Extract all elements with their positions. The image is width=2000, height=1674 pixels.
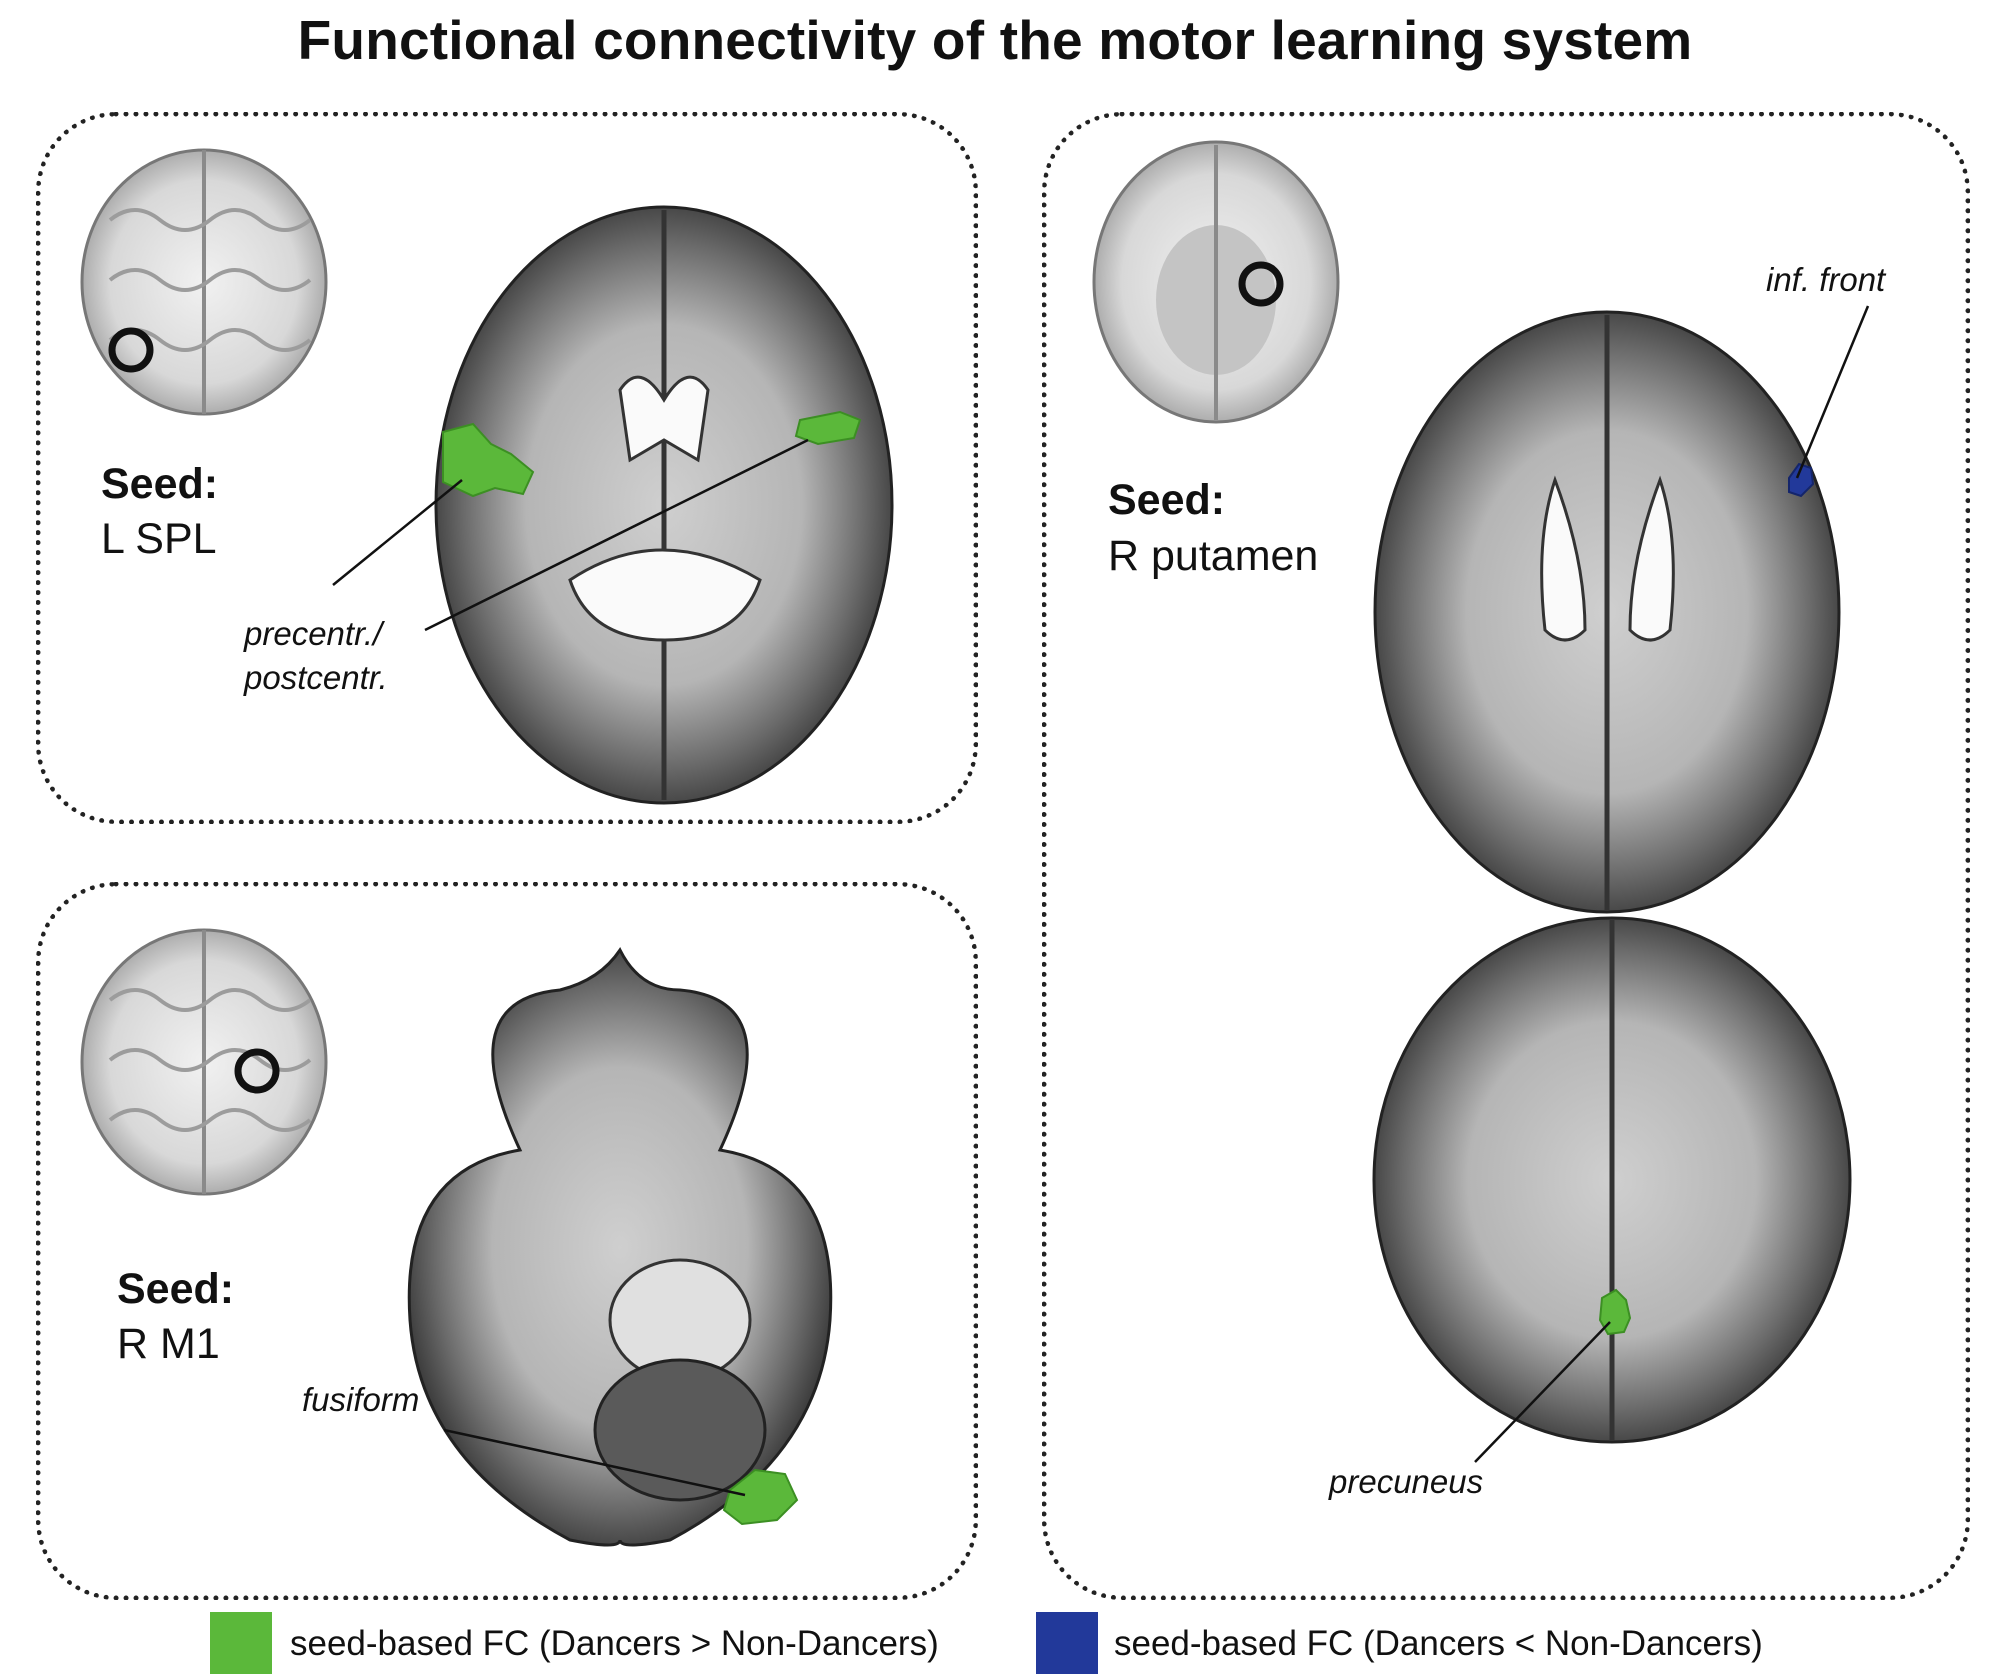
pointer-line bbox=[1474, 1321, 1611, 1463]
brain-axial-slice-icon bbox=[1373, 310, 1841, 914]
legend-swatch-green bbox=[210, 1612, 272, 1674]
seed-heading: Seed: bbox=[1108, 476, 1226, 524]
panel-r-m1 bbox=[36, 882, 978, 1600]
brain-axial-slice-icon bbox=[407, 947, 833, 1547]
legend-swatch-blue bbox=[1036, 1612, 1098, 1674]
region-label-line: postcentr. bbox=[244, 659, 388, 696]
pointer-line bbox=[424, 438, 809, 632]
seed-heading: Seed: bbox=[117, 1265, 235, 1313]
pointer-line bbox=[1795, 305, 1870, 479]
legend-label: seed-based FC (Dancers < Non-Dancers) bbox=[1114, 1624, 1763, 1663]
seed-circle-icon bbox=[234, 1048, 280, 1094]
region-label-line: precentr./ bbox=[244, 615, 383, 652]
brain-axial-slice-icon bbox=[434, 205, 894, 805]
pointer-line bbox=[332, 479, 463, 586]
legend-label: seed-based FC (Dancers > Non-Dancers) bbox=[290, 1624, 939, 1663]
region-label-inferior-frontal: inf. front bbox=[1766, 261, 1886, 298]
panel-l-spl bbox=[36, 112, 978, 824]
fc-cluster-precentral-right bbox=[794, 410, 862, 446]
pointer-line bbox=[443, 1428, 746, 1497]
seed-heading: Seed: bbox=[101, 460, 219, 508]
region-label-precentral: precentr./ postcentr. bbox=[244, 612, 388, 700]
region-label-precuneus: precuneus bbox=[1329, 1463, 1484, 1500]
brain-axial-slice-icon bbox=[1372, 916, 1852, 1444]
region-label-fusiform: fusiform bbox=[302, 1381, 420, 1418]
seed-name: L SPL bbox=[101, 515, 217, 563]
fc-cluster-fusiform bbox=[722, 1468, 799, 1526]
seed-name: R M1 bbox=[117, 1320, 220, 1368]
fc-cluster-inferior-frontal bbox=[1788, 462, 1815, 498]
brain-axial-slice-icon bbox=[80, 148, 328, 416]
fc-cluster-precentral-left bbox=[442, 422, 535, 498]
seed-name: R putamen bbox=[1108, 532, 1319, 580]
panel-r-putamen bbox=[1042, 112, 1970, 1600]
figure-title: Functional connectivity of the motor lea… bbox=[297, 9, 1693, 71]
brain-axial-slice-icon bbox=[80, 928, 328, 1196]
brain-axial-slice-icon bbox=[1092, 140, 1340, 424]
seed-circle-icon bbox=[108, 327, 154, 373]
seed-circle-icon bbox=[1238, 261, 1284, 307]
